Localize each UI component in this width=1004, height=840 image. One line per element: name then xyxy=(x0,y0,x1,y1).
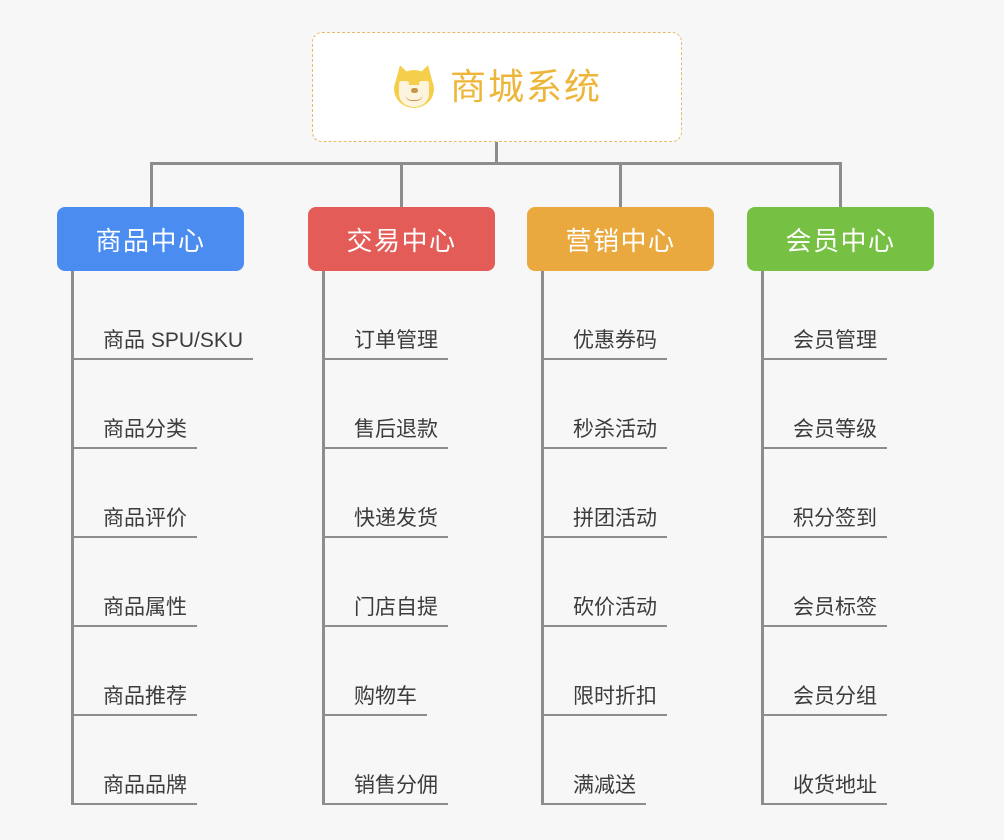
list-item[interactable]: 拼团活动 xyxy=(541,449,667,538)
list-item-label: 砍价活动 xyxy=(541,596,667,627)
list-item-label: 商品推荐 xyxy=(71,685,197,716)
list-item-label: 秒杀活动 xyxy=(541,418,667,449)
column-member-center: 会员中心 会员管理 会员等级 积分签到 会员标签 会员分组 收货地址 xyxy=(747,207,937,805)
list-item-label: 会员等级 xyxy=(761,418,887,449)
branch-connector-trade xyxy=(400,162,403,209)
list-item[interactable]: 满减送 xyxy=(541,716,646,805)
list-item[interactable]: 会员标签 xyxy=(761,538,887,627)
list-item-label: 售后退款 xyxy=(322,418,448,449)
list-item-label: 限时折扣 xyxy=(541,685,667,716)
list-item[interactable]: 商品评价 xyxy=(71,449,197,538)
list-item[interactable]: 销售分佣 xyxy=(322,716,448,805)
list-item[interactable]: 商品 SPU/SKU xyxy=(71,271,254,360)
list-item[interactable]: 优惠券码 xyxy=(541,271,667,360)
column-title: 商品中心 xyxy=(95,225,206,256)
column-trade-center: 交易中心 订单管理 售后退款 快递发货 门店自提 购物车 销售分佣 xyxy=(308,207,498,805)
list-item[interactable]: 售后退款 xyxy=(322,360,448,449)
list-item[interactable]: 商品属性 xyxy=(71,538,197,627)
column-header-marketing-center[interactable]: 营销中心 xyxy=(527,207,714,271)
column-title: 交易中心 xyxy=(346,225,457,256)
list-item[interactable]: 会员分组 xyxy=(761,627,887,716)
root-connector-stem xyxy=(495,142,498,164)
column-marketing-center: 营销中心 优惠券码 秒杀活动 拼团活动 砍价活动 限时折扣 满减送 xyxy=(527,207,717,805)
root-title: 商城系统 xyxy=(449,66,602,107)
list-item-label: 商品属性 xyxy=(71,596,197,627)
list-item-label: 门店自提 xyxy=(322,596,448,627)
list-item-label: 销售分佣 xyxy=(322,774,448,805)
list-item[interactable]: 积分签到 xyxy=(761,449,887,538)
list-item[interactable]: 商品分类 xyxy=(71,360,197,449)
list-item-label: 收货地址 xyxy=(761,774,887,805)
column-header-member-center[interactable]: 会员中心 xyxy=(747,207,934,271)
column-trunk xyxy=(761,271,764,805)
list-item[interactable]: 快递发货 xyxy=(322,449,448,538)
list-item-label: 会员管理 xyxy=(761,329,887,360)
list-item[interactable]: 会员等级 xyxy=(761,360,887,449)
column-trunk xyxy=(322,271,325,805)
list-item[interactable]: 限时折扣 xyxy=(541,627,667,716)
column-header-product-center[interactable]: 商品中心 xyxy=(57,207,244,271)
list-item[interactable]: 砍价活动 xyxy=(541,538,667,627)
list-item[interactable]: 收货地址 xyxy=(761,716,887,805)
list-item[interactable]: 购物车 xyxy=(322,627,427,716)
list-item-label: 商品品牌 xyxy=(71,774,197,805)
list-item-label: 满减送 xyxy=(541,774,646,805)
column-product-center: 商品中心 商品 SPU/SKU 商品分类 商品评价 商品属性 商品推荐 商品品牌 xyxy=(57,207,254,805)
list-item-label: 购物车 xyxy=(322,685,427,716)
list-item-label: 商品 SPU/SKU xyxy=(71,329,254,360)
column-header-trade-center[interactable]: 交易中心 xyxy=(308,207,495,271)
list-item[interactable]: 门店自提 xyxy=(322,538,448,627)
list-item-label: 订单管理 xyxy=(322,329,448,360)
list-item-label: 优惠券码 xyxy=(541,329,667,360)
branch-connector-product xyxy=(150,162,153,209)
column-trunk xyxy=(71,271,74,805)
column-title: 会员中心 xyxy=(785,225,896,256)
shiba-dog-face-icon xyxy=(391,62,437,109)
list-item[interactable]: 秒杀活动 xyxy=(541,360,667,449)
column-title: 营销中心 xyxy=(565,225,676,256)
root-connector-bar xyxy=(150,162,842,165)
list-item-label: 会员分组 xyxy=(761,685,887,716)
list-item[interactable]: 会员管理 xyxy=(761,271,887,360)
branch-connector-member xyxy=(839,162,842,209)
list-item-label: 会员标签 xyxy=(761,596,887,627)
root-node[interactable]: 商城系统 xyxy=(312,32,682,142)
list-item[interactable]: 订单管理 xyxy=(322,271,448,360)
list-item[interactable]: 商品推荐 xyxy=(71,627,197,716)
branch-connector-marketing xyxy=(619,162,622,209)
list-item-label: 快递发货 xyxy=(322,507,448,538)
list-item[interactable]: 商品品牌 xyxy=(71,716,197,805)
list-item-label: 积分签到 xyxy=(761,507,887,538)
list-item-label: 商品分类 xyxy=(71,418,197,449)
column-trunk xyxy=(541,271,544,805)
list-item-label: 拼团活动 xyxy=(541,507,667,538)
list-item-label: 商品评价 xyxy=(71,507,197,538)
